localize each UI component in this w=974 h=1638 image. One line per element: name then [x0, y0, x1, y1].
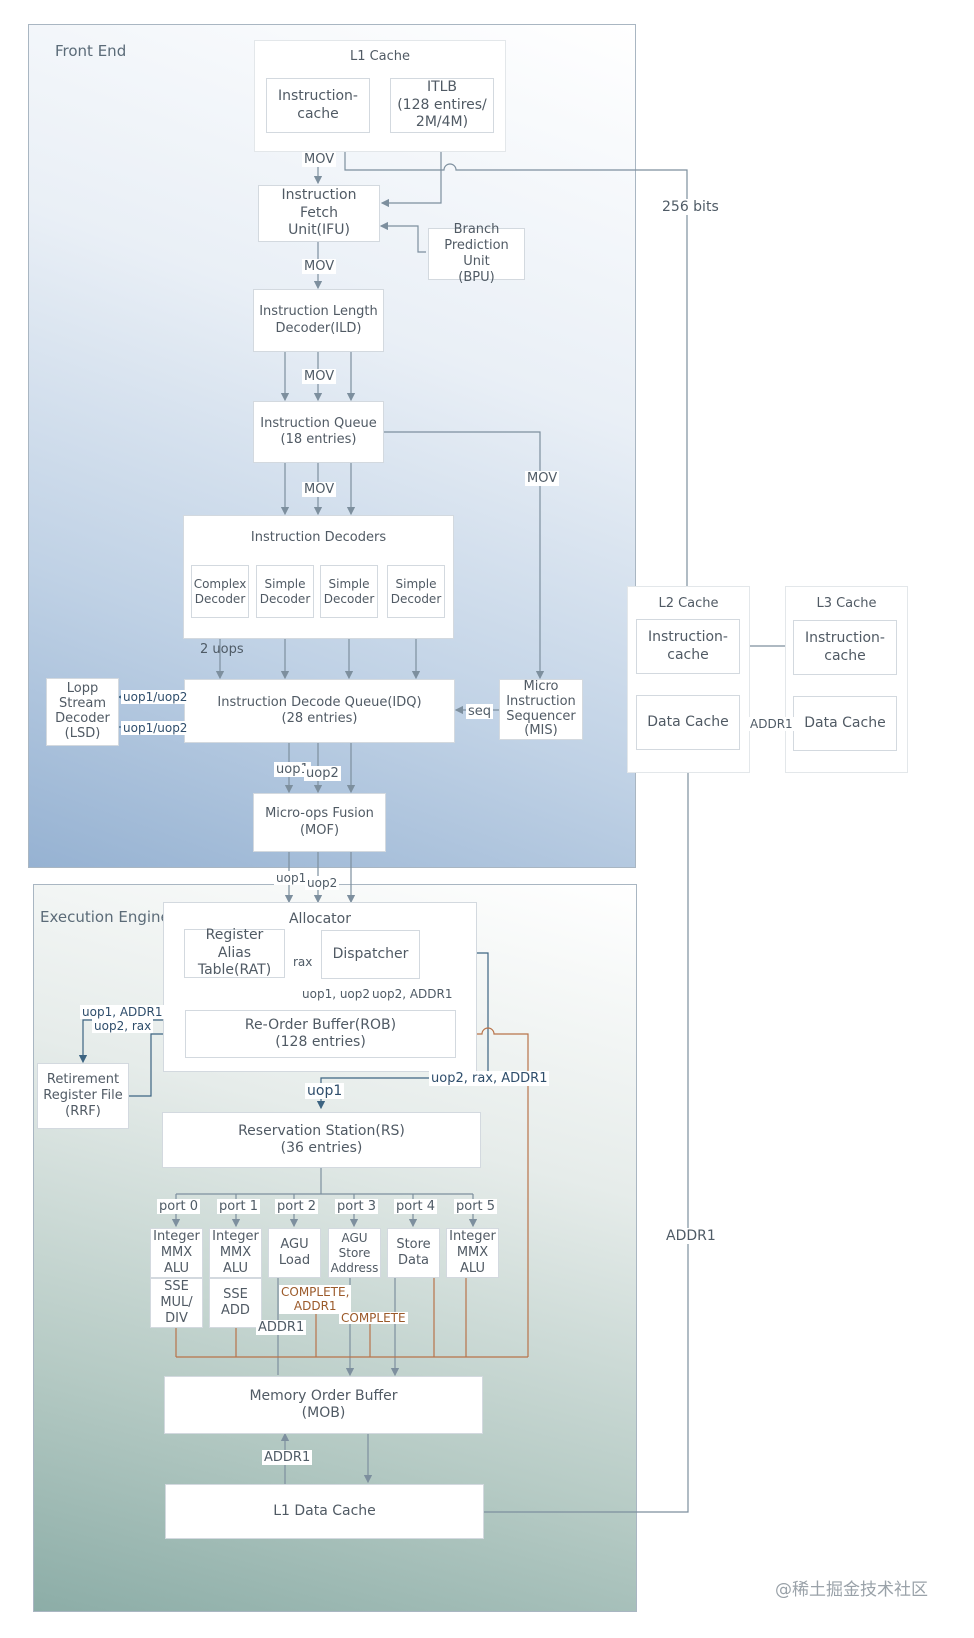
memory-order-buffer: Memory Order Buffer (MOB): [164, 1376, 483, 1434]
label-2-uops: 2 uops: [200, 642, 244, 657]
label-addr1-l2: ADDR1: [664, 1228, 718, 1244]
execution-engine-title: Execution Engine: [40, 908, 170, 926]
label-addr1-l3: ADDR1: [748, 717, 795, 731]
simple-decoder-1: Simple Decoder: [256, 565, 314, 618]
label-uop1-b: uop1: [274, 871, 309, 885]
loop-stream-decoder: Lopp Stream Decoder (LSD): [46, 678, 119, 746]
label-256-bits: 256 bits: [660, 199, 721, 215]
l1-data-cache: L1 Data Cache: [165, 1484, 484, 1539]
label-addr1-agu: ADDR1: [256, 1320, 307, 1335]
l2-instruction-cache: Instruction- cache: [636, 619, 740, 674]
label-port-2: port 2: [275, 1199, 319, 1214]
label-uop1-uop2-b: uop1/uop2: [121, 721, 190, 735]
reservation-station: Reservation Station(RS) (36 entries): [162, 1112, 481, 1168]
port4-store-data: Store Data: [387, 1228, 440, 1278]
dispatcher: Dispatcher: [321, 930, 420, 979]
port5-integer-mmx-alu: Integer MMX ALU: [446, 1228, 499, 1278]
label-uop2-rax-addr1: uop2, rax, ADDR1: [429, 1071, 550, 1086]
front-end-title: Front End: [55, 42, 127, 60]
label-uop2-a: uop2: [304, 766, 341, 781]
label-addr1-mob: ADDR1: [262, 1450, 313, 1465]
simple-decoder-2: Simple Decoder: [320, 565, 378, 618]
re-order-buffer: Re-Order Buffer(ROB) (128 entries): [185, 1010, 456, 1058]
micro-instruction-sequencer: Micro Instruction Sequencer (MIS): [499, 679, 583, 740]
label-port-3: port 3: [335, 1199, 379, 1214]
port1-sse-add: SSE ADD: [209, 1278, 262, 1328]
watermark: @稀土掘金技术社区: [775, 1580, 928, 1600]
label-uop2-b: uop2: [305, 876, 340, 890]
label-uop1-addr1: uop1, ADDR1: [80, 1005, 165, 1019]
port0-sse-mul-div: SSE MUL/ DIV: [150, 1278, 203, 1328]
instruction-length-decoder: Instruction Length Decoder(ILD): [253, 289, 384, 352]
register-alias-table: Register Alias Table(RAT): [184, 927, 285, 978]
label-mov-1: MOV: [302, 152, 337, 167]
port2-agu-load: AGU Load: [268, 1228, 321, 1278]
l2-data-cache: Data Cache: [636, 695, 740, 750]
label-mov-4: MOV: [302, 482, 337, 497]
l3-data-cache: Data Cache: [793, 696, 897, 751]
label-mov-2: MOV: [302, 259, 337, 274]
l3-instruction-cache: Instruction- cache: [793, 620, 897, 675]
branch-prediction-unit: Branch Prediction Unit (BPU): [428, 222, 525, 285]
label-rax: rax: [291, 955, 315, 969]
label-port-1: port 1: [217, 1199, 261, 1214]
label-uop1-rs: uop1: [305, 1083, 345, 1099]
label-mov-5: MOV: [525, 471, 560, 486]
instruction-decode-queue: Instruction Decode Queue(IDQ) (28 entrie…: [184, 679, 455, 743]
port1-integer-mmx-alu: Integer MMX ALU: [209, 1228, 262, 1278]
label-uop2-rax: uop2, rax: [92, 1019, 154, 1033]
instruction-queue: Instruction Queue (18 entries): [253, 401, 384, 463]
label-mov-3: MOV: [302, 369, 337, 384]
instruction-fetch-unit: Instruction Fetch Unit(IFU): [258, 185, 380, 242]
simple-decoder-3: Simple Decoder: [387, 565, 445, 618]
label-uop1-a: uop1: [274, 762, 311, 777]
label-uop1-uop2-a: uop1/uop2: [121, 690, 190, 704]
l1-instruction-cache: Instruction- cache: [266, 78, 370, 133]
label-seq: seq: [466, 704, 494, 719]
label-uop1-uop2-rob: uop1, uop2: [302, 987, 371, 1001]
label-port-0: port 0: [157, 1199, 201, 1214]
label-complete-addr1: COMPLETE, ADDR1: [279, 1285, 352, 1314]
micro-ops-fusion: Micro-ops Fusion (MOF): [253, 793, 386, 852]
itlb: ITLB (128 entires/ 2M/4M): [390, 78, 494, 133]
label-port-5: port 5: [454, 1199, 498, 1214]
port3-agu-store-address: AGU Store Address: [328, 1228, 381, 1278]
label-complete: COMPLETE: [339, 1311, 408, 1325]
label-port-4: port 4: [394, 1199, 438, 1214]
complex-decoder: Complex Decoder: [191, 565, 249, 618]
retirement-register-file: Retirement Register File (RRF): [37, 1063, 129, 1129]
label-uop2-addr1-rob: uop2, ADDR1: [372, 987, 453, 1001]
port0-integer-mmx-alu: Integer MMX ALU: [150, 1228, 203, 1278]
